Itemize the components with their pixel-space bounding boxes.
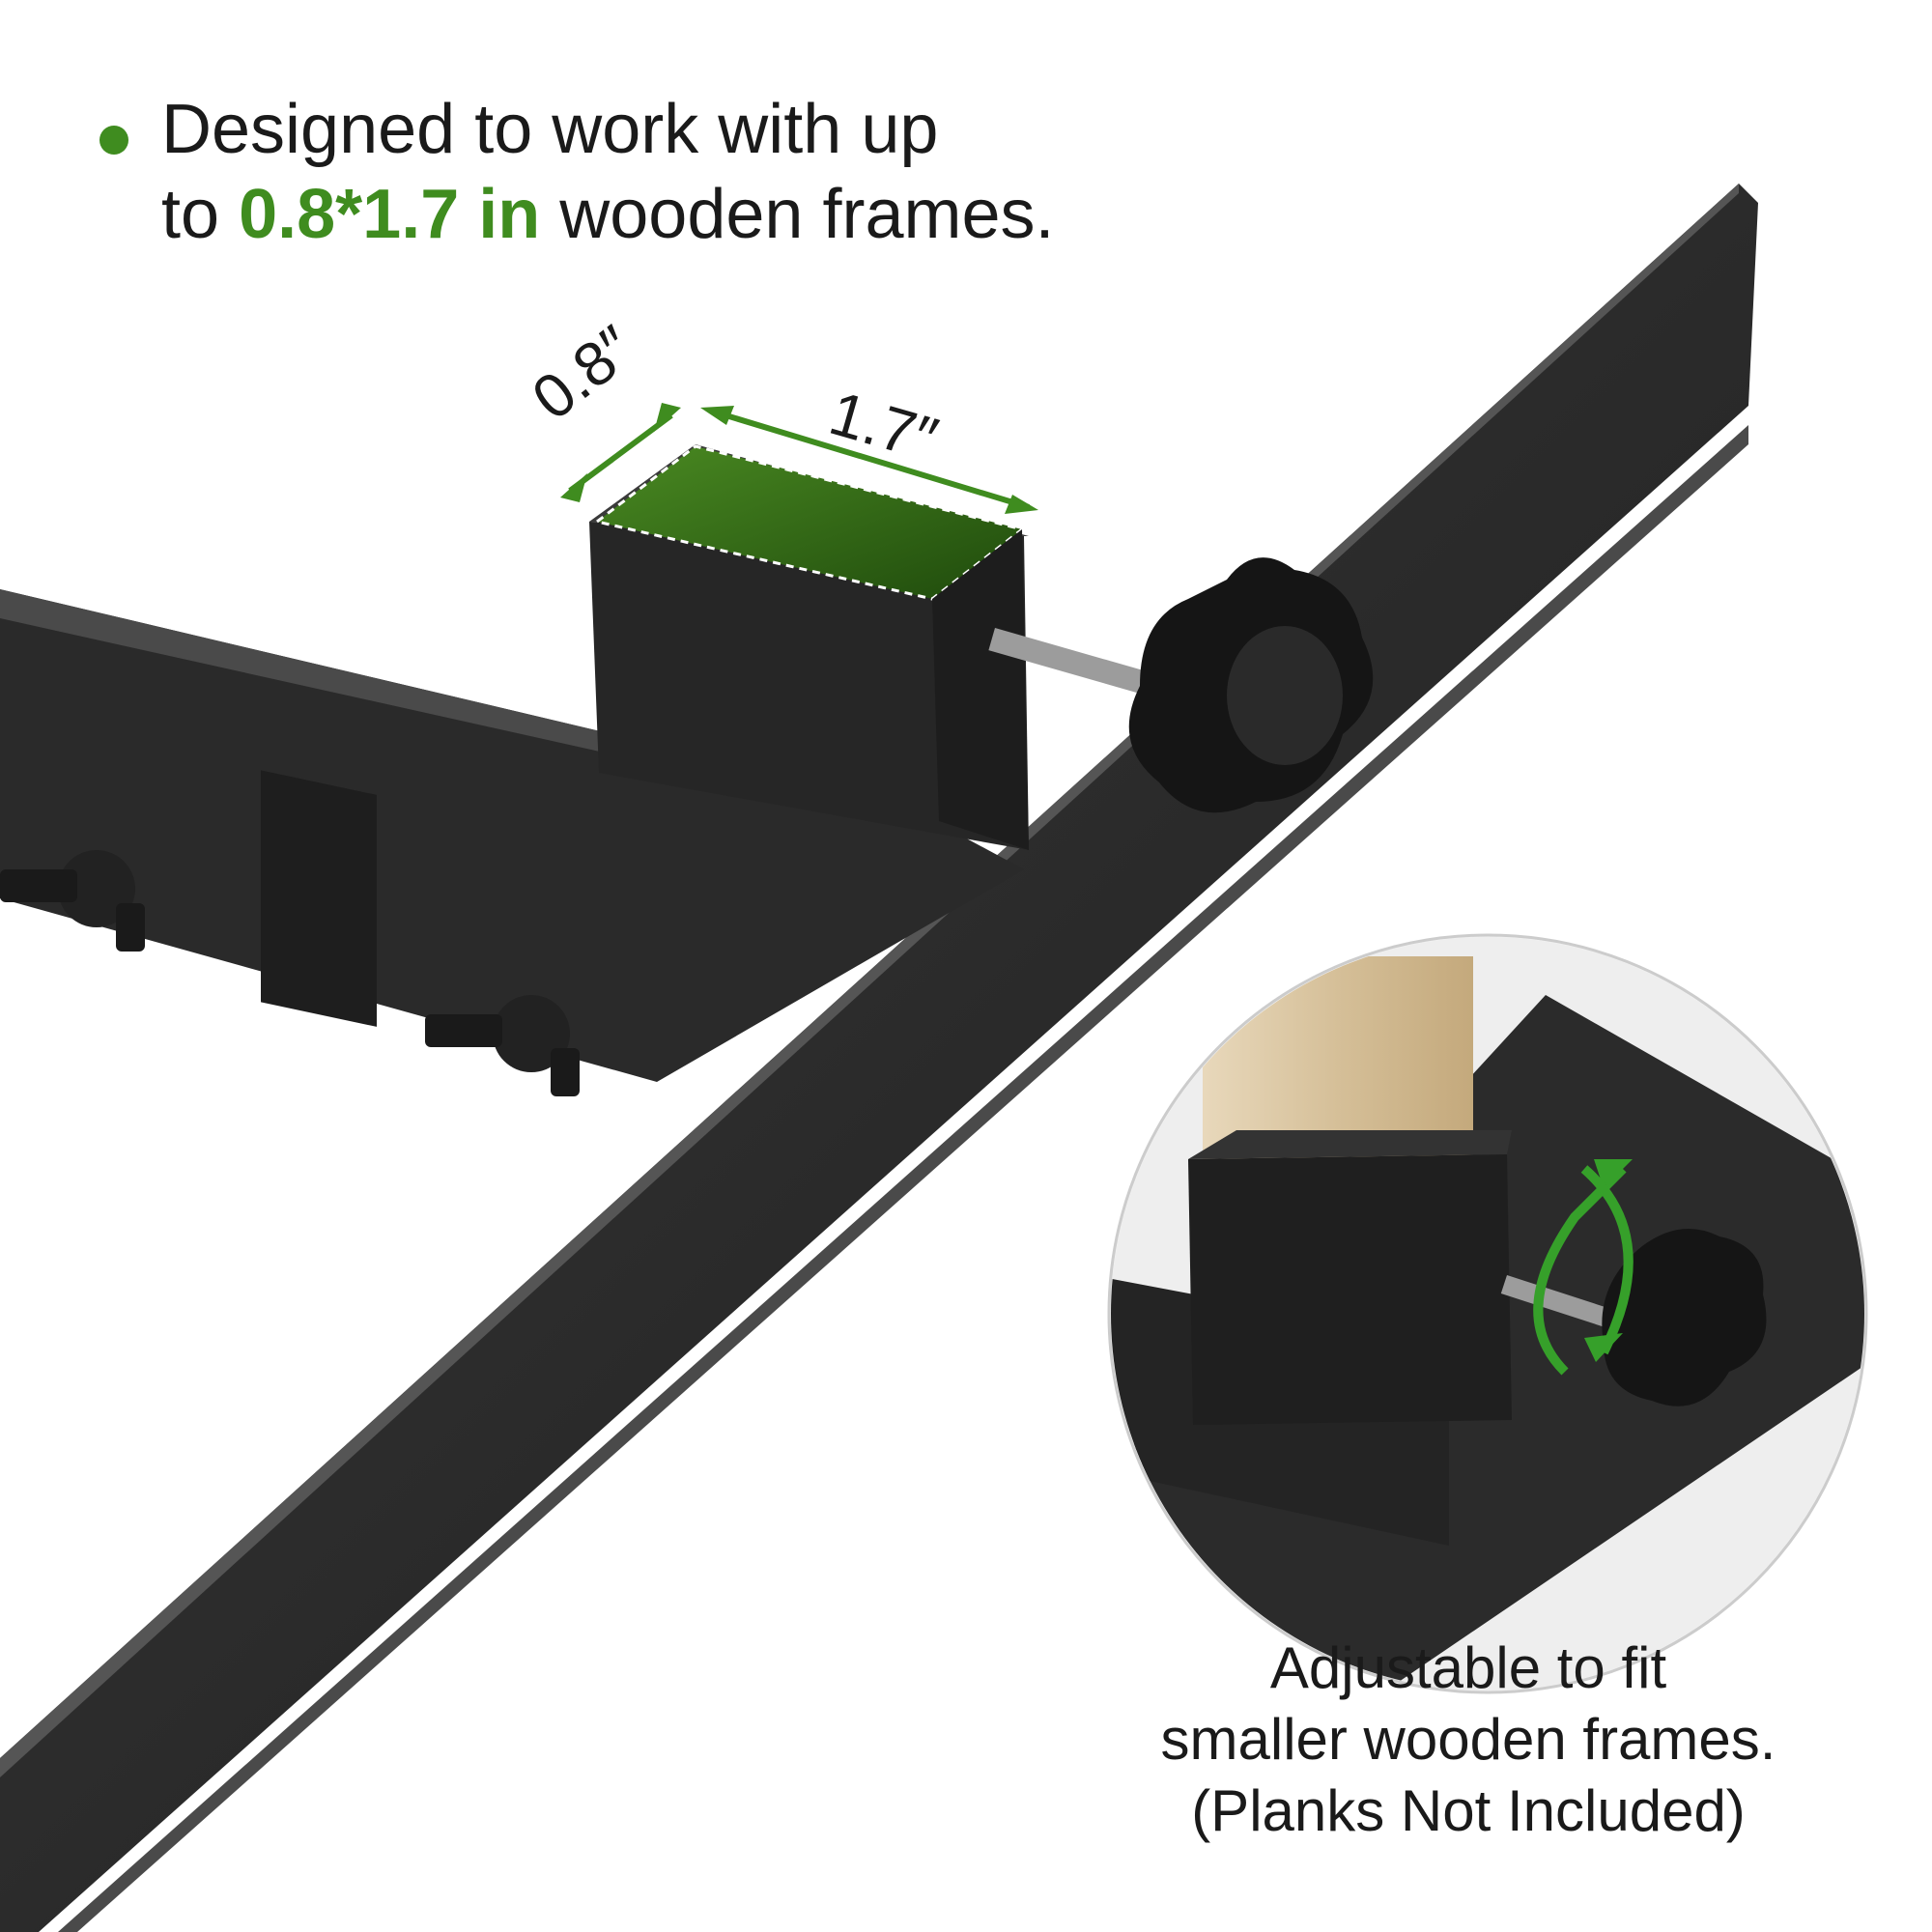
inset-caption: Adjustable to fit smaller wooden frames.… <box>1043 1633 1893 1847</box>
wing-nut-left <box>0 850 145 952</box>
dimension-arrow-length <box>700 406 1038 514</box>
headline-accent: 0.8*1.7 in <box>239 176 541 253</box>
caption-line-1: Adjustable to fit <box>1269 1635 1667 1700</box>
wing-nut-right <box>425 995 580 1096</box>
dimension-arrow-width <box>560 403 681 502</box>
star-knob <box>1128 557 1374 813</box>
headline-line-2-suffix: wooden frames. <box>540 176 1055 253</box>
headline-line-1: Designed to work with up <box>161 91 939 168</box>
caption-line-3: (Planks Not Included) <box>1191 1778 1746 1843</box>
headline-line-2: to 0.8*1.7 in wooden frames. <box>92 172 1055 257</box>
headline-line-2-prefix: to <box>161 176 240 253</box>
caption-line-2: smaller wooden frames. <box>1160 1707 1776 1772</box>
headline: Designed to work with up to 0.8*1.7 in w… <box>92 87 1055 257</box>
bracket-box <box>589 444 1029 850</box>
inset-detail-circle <box>1107 933 1868 1694</box>
bullet-dot <box>99 126 128 155</box>
